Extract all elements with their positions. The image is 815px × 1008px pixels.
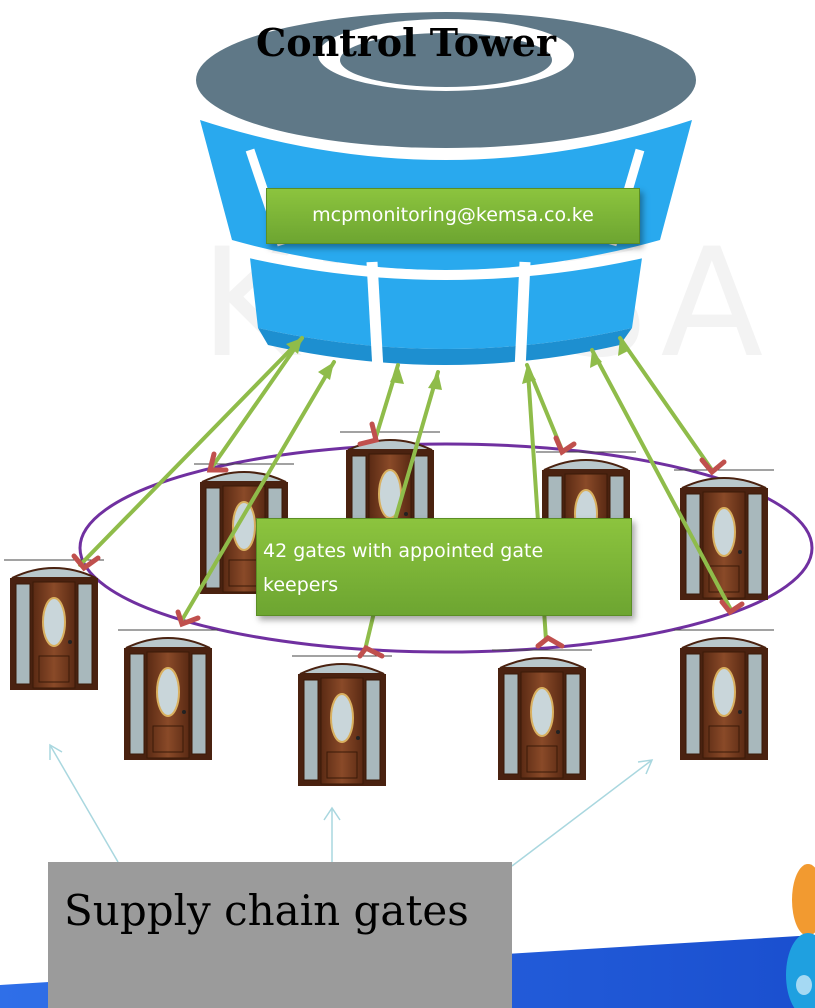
- door-icon: [673, 629, 775, 761]
- email-label-box: mcpmonitoring@kemsa.co.ke: [266, 188, 640, 244]
- arrow-tails: [71, 421, 745, 659]
- callout-arrows: [49, 743, 654, 867]
- decorative-figure: [786, 864, 815, 1008]
- door-icon: [3, 559, 105, 691]
- door-icon: [117, 629, 219, 761]
- control-tower: [196, 12, 696, 371]
- gates-ring: [78, 442, 814, 654]
- arrow-heads: [286, 338, 630, 390]
- gates-label-box: 42 gates with appointed gate keepers: [256, 518, 632, 616]
- door-icon: [291, 655, 393, 787]
- door-icon: [491, 649, 593, 781]
- page-title: Control Tower: [256, 20, 556, 65]
- supply-chain-label: Supply chain gates: [48, 862, 512, 1008]
